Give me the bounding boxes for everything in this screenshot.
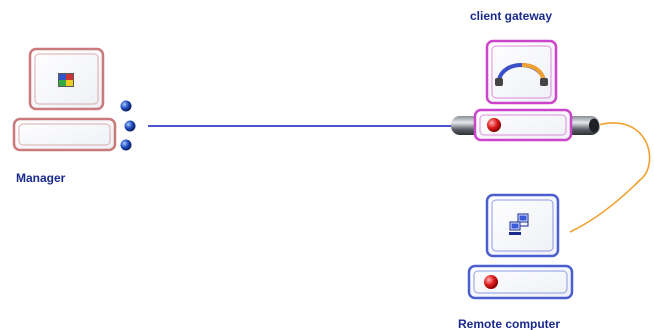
- network-settings-icon: [58, 73, 74, 87]
- client-gateway[interactable]: [451, 39, 600, 142]
- remote-computer-label: Remote computer: [458, 317, 561, 330]
- status-led: [487, 118, 501, 132]
- remote-computer[interactable]: [467, 193, 574, 300]
- manager-computer[interactable]: [12, 47, 136, 152]
- manager-label: Manager: [16, 171, 66, 185]
- port-ball: [120, 139, 132, 151]
- manager-base-unit: [12, 117, 117, 152]
- gateway-remote-link: [569, 122, 651, 233]
- cable-bridge-icon: [495, 63, 548, 86]
- client-gateway-label: client gateway: [470, 9, 553, 23]
- remote-base-unit: [467, 264, 574, 300]
- status-led: [484, 275, 498, 289]
- port-ball: [120, 100, 132, 112]
- gateway-base-unit: [473, 108, 573, 142]
- networked-computers-icon: [509, 213, 529, 235]
- gateway-monitor: [485, 39, 558, 105]
- port-ball: [124, 120, 136, 132]
